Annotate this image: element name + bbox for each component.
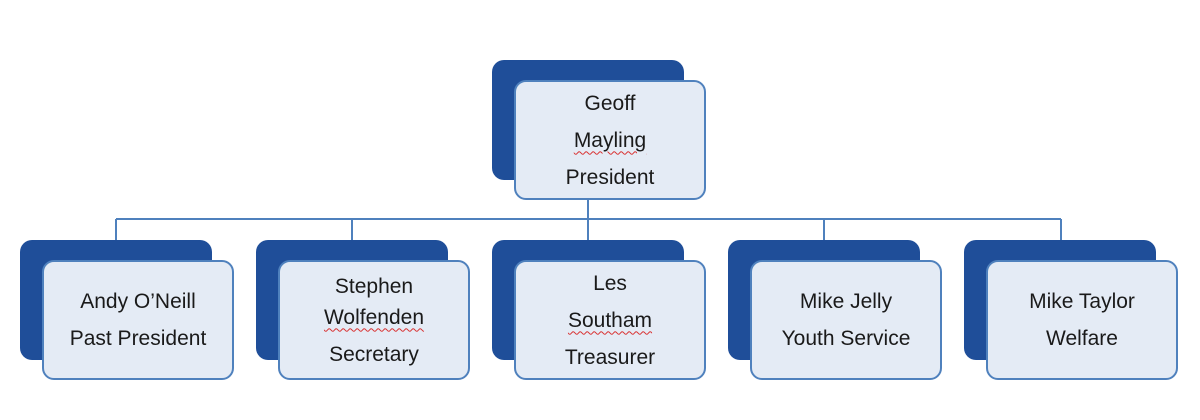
org-node-welfare: Mike Taylor Welfare: [964, 240, 1180, 386]
node-card: Stephen Wolfenden Secretary: [278, 260, 470, 380]
spelling-underline: Southam: [567, 308, 653, 332]
node-card: Andy O’Neill Past President: [42, 260, 234, 380]
node-role: President: [565, 165, 655, 189]
org-node-treasurer: Les Southam Treasurer: [492, 240, 708, 386]
node-role: Youth Service: [781, 327, 911, 350]
node-role: Secretary: [329, 342, 419, 366]
org-node-secretary: Stephen Wolfenden Secretary: [256, 240, 472, 386]
node-name: Les Southam: [568, 265, 652, 339]
node-card: Les Southam Treasurer: [514, 260, 706, 380]
org-node-president: Geoff Mayling President: [492, 60, 708, 206]
node-name-first: Stephen: [334, 274, 414, 298]
node-card: Geoff Mayling President: [514, 80, 706, 200]
node-name: Mike Jelly: [799, 290, 893, 313]
node-role: Welfare: [1046, 327, 1118, 350]
org-node-youth-service: Mike Jelly Youth Service: [728, 240, 944, 386]
node-name: Geoff Mayling: [574, 85, 646, 159]
node-card: Mike Taylor Welfare: [986, 260, 1178, 380]
node-card: Mike Jelly Youth Service: [750, 260, 942, 380]
node-name: Andy O’Neill: [80, 290, 196, 313]
node-role: Past President: [69, 327, 207, 350]
org-node-past-president: Andy O’Neill Past President: [20, 240, 236, 386]
node-role: Treasurer: [564, 345, 656, 369]
node-name-last: Wolfenden: [323, 305, 425, 329]
spelling-underline: Mayling: [573, 128, 647, 152]
node-name: Mike Taylor: [1029, 290, 1135, 313]
